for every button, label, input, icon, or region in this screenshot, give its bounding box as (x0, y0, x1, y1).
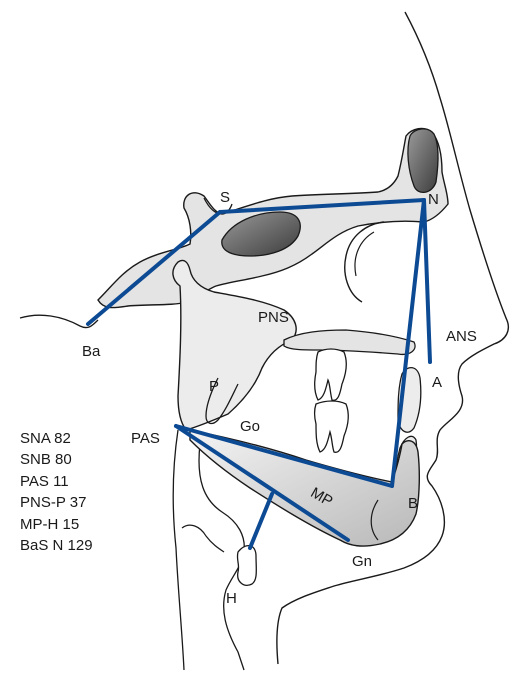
label-ba: Ba (82, 343, 101, 360)
measurement-pas: PAS 11 (20, 471, 93, 492)
label-ans: ANS (446, 328, 477, 345)
ramus (173, 260, 296, 430)
label-n: N (428, 191, 439, 208)
measurement-bas-n: BaS N 129 (20, 535, 93, 556)
orbit-inner (355, 232, 374, 276)
hard-palate (284, 330, 415, 354)
orbit (345, 222, 384, 302)
label-pns: PNS (258, 309, 289, 326)
label-go: Go (240, 418, 260, 435)
hyoid-horn (182, 525, 224, 552)
measurement-mp-h: MP-H 15 (20, 514, 93, 535)
frontal-sinus (408, 129, 438, 192)
mandible (190, 430, 419, 546)
measurement-snb: SNB 80 (20, 449, 93, 470)
lower-molar (315, 401, 349, 452)
posterior-pharynx-wall (173, 430, 184, 670)
measurement-list: SNA 82 SNB 80 PAS 11 PNS-P 37 MP-H 15 Ba… (20, 428, 93, 556)
label-s: S (220, 189, 230, 206)
label-a: A (432, 374, 442, 391)
label-pas: PAS (131, 430, 160, 447)
label-b: B (408, 495, 418, 512)
clivus (20, 315, 98, 327)
label-gn: Gn (352, 553, 372, 570)
measurement-sna: SNA 82 (20, 428, 93, 449)
label-p: P (209, 378, 219, 395)
label-h: H (226, 590, 237, 607)
n-a-line (424, 200, 430, 362)
upper-molar (315, 349, 346, 400)
mp-h-line (250, 494, 272, 548)
hyoid-bone (237, 546, 256, 586)
measurement-pns-p: PNS-P 37 (20, 492, 93, 513)
